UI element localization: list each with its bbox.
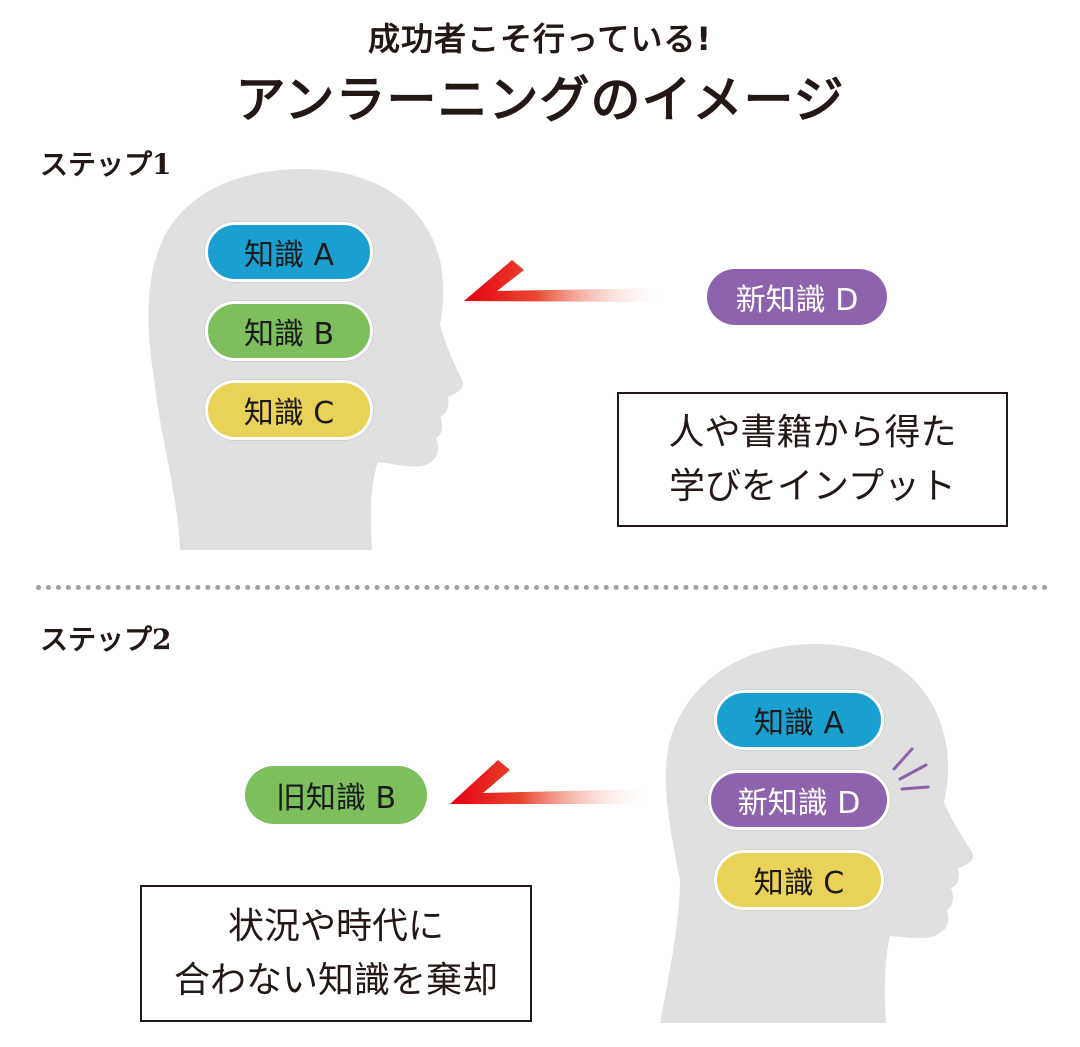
knowledge-c-pill: 知識 C: [205, 380, 373, 440]
knowledge-a-pill: 知識 A: [714, 690, 884, 750]
old-knowledge-b-pill: 旧知識 B: [245, 766, 427, 824]
step2-note-line-1: 状況や時代に: [227, 905, 444, 947]
emphasis-spark-icon: [892, 747, 930, 791]
knowledge-a-pill: 知識 A: [205, 222, 373, 282]
step2-label: ステップ2: [40, 623, 172, 656]
step1-label: ステップ1: [40, 148, 172, 181]
knowledge-b-pill: 知識 B: [205, 301, 373, 361]
diagram-subtitle: 成功者こそ行っている!: [368, 20, 712, 58]
new-knowledge-d-pill: 新知識 D: [708, 770, 890, 830]
step-divider: [36, 585, 1048, 590]
diagram-title: アンラーニングのイメージ: [235, 71, 845, 129]
knowledge-c-pill: 知識 C: [714, 850, 884, 910]
input-arrow: [464, 260, 667, 302]
new-knowledge-d-pill: 新知識 D: [707, 269, 887, 325]
step1-note-line-2: 学びをインプット: [669, 465, 956, 507]
discard-arrow: [450, 760, 653, 804]
step1-note-line-1: 人や書籍から得た: [668, 411, 957, 453]
step1-note: 人や書籍から得た 学びをインプット: [617, 392, 1008, 527]
step2-note-line-2: 合わない知識を棄却: [173, 959, 498, 1001]
step2-note: 状況や時代に 合わない知識を棄却: [140, 885, 532, 1022]
